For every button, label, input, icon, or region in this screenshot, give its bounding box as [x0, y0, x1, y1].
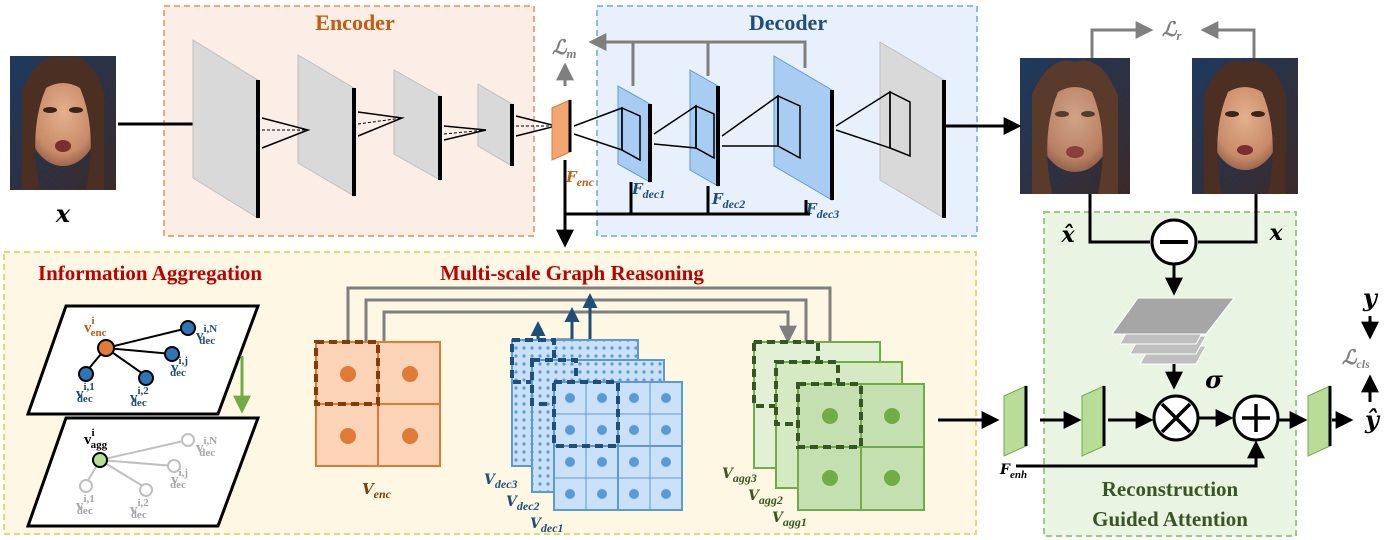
- y-label: y: [1362, 283, 1379, 312]
- loss-r-label: ℒr: [1162, 17, 1182, 43]
- v-agg3-label: Vagg3: [722, 466, 757, 485]
- output-feature: [1307, 385, 1331, 457]
- v-enc-label: Venc: [362, 480, 392, 501]
- enhanced-feature-copy: [1081, 385, 1105, 457]
- input-face-image: [10, 56, 116, 190]
- v-dec1-grid: [552, 380, 683, 511]
- decoder-conv-layers: [573, 41, 946, 219]
- v-enc-grid: [314, 340, 441, 467]
- v-dec2-label: Vdec2: [506, 494, 540, 513]
- x-hat-line: [1088, 194, 1150, 244]
- multiply-icon: [1152, 394, 1200, 442]
- v-agg1-grid: [796, 382, 925, 511]
- f-enh-label: Fenh: [999, 462, 1027, 481]
- v-agg2-label: Vagg2: [748, 488, 783, 507]
- input-x-label: x: [55, 199, 71, 228]
- f-dec2-label: Fdec2: [711, 190, 745, 211]
- attention-title-line2: Guided Attention: [1092, 507, 1248, 531]
- encoder-conv-layers: [192, 39, 557, 219]
- f-dec1-label: Fdec1: [631, 180, 665, 201]
- v-agg1-label: Vagg1: [772, 510, 807, 529]
- sigma-label: σ: [1205, 365, 1223, 394]
- attention-map-stack: [1111, 297, 1236, 365]
- loss-r-arrow-left: [1090, 21, 1154, 58]
- x-hat-label: x̂: [1060, 222, 1075, 248]
- attention-title-line1: Reconstruction: [1102, 477, 1239, 501]
- graph-reasoning-title: Multi-scale Graph Reasoning: [440, 261, 704, 285]
- loss-cls-label: ℒcls: [1342, 345, 1370, 371]
- reconstructed-face-image: [1020, 58, 1130, 194]
- f-enc-label: Fenc: [565, 168, 595, 189]
- loss-r-arrow-right: [1200, 21, 1256, 58]
- f-enh-feature: [1003, 385, 1027, 457]
- add-icon: [1232, 394, 1280, 442]
- x-right-label: x: [1268, 220, 1283, 246]
- encoder-title: Encoder: [315, 10, 395, 35]
- target-face-image: [1192, 58, 1298, 194]
- subtract-icon: [1150, 218, 1198, 266]
- f-enc-feature: [551, 99, 571, 161]
- decoder-title: Decoder: [749, 10, 827, 35]
- y-hat-label: ŷ: [1364, 405, 1381, 434]
- info-aggregation-title: Information Aggregation: [38, 261, 263, 285]
- loss-m-label: ℒm: [552, 35, 577, 61]
- v-dec3-label: Vdec3: [484, 472, 518, 491]
- x-line: [1198, 194, 1258, 244]
- v-dec1-label: Vdec1: [530, 516, 564, 535]
- decoder-feature-connector: [588, 33, 807, 86]
- feature-collector-lines: [556, 160, 810, 248]
